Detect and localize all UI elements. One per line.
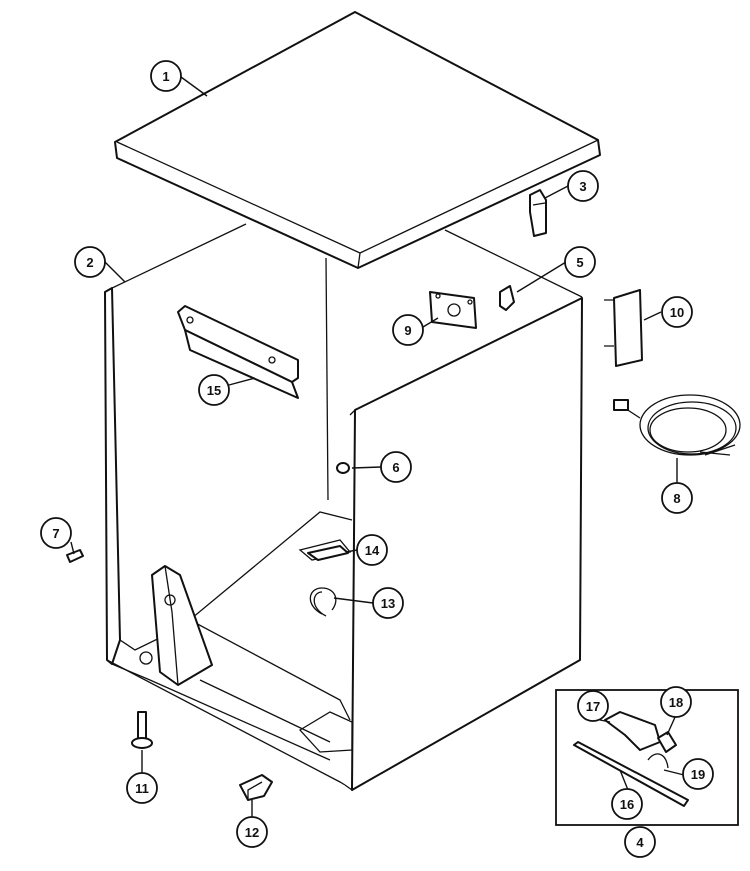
clip-18 [657,731,677,753]
callout-11: 11 [126,772,158,804]
callout-label: 17 [586,699,600,714]
callout-2: 2 [74,246,106,278]
leveling-leg [131,711,153,749]
callout-18: 18 [660,686,692,718]
bracket-5 [499,285,515,311]
callout-label: 18 [669,695,683,710]
screw-7 [66,549,84,563]
callout-12: 12 [236,816,268,848]
callout-label: 3 [579,179,586,194]
callout-16: 16 [611,788,643,820]
callout-14: 14 [356,534,388,566]
plug-button [336,462,350,474]
callout-7: 7 [40,517,72,549]
mounting-plate [429,291,477,329]
callout-13: 13 [372,587,404,619]
callout-8: 8 [661,482,693,514]
callout-label: 14 [365,543,380,558]
callout-label: 9 [404,323,411,338]
leg-bracket [239,774,273,801]
rail-16 [573,741,689,807]
kit-box [555,689,739,826]
brace-bracket [177,305,299,399]
callout-label: 2 [86,255,93,270]
callout-label: 6 [392,460,399,475]
cover-panel [604,289,643,367]
bracket-17 [604,711,661,751]
spring-clip-19 [647,753,669,769]
callout-6: 6 [380,451,412,483]
callout-label: 16 [620,797,634,812]
callout-label: 7 [52,526,59,541]
callout-19: 19 [682,758,714,790]
callout-15: 15 [198,374,230,406]
callout-label: 19 [691,767,705,782]
clip-3 [529,189,547,237]
callout-label: 15 [207,383,221,398]
callout-9: 9 [392,314,424,346]
callout-label: 12 [245,825,259,840]
callout-label: 11 [135,781,149,796]
retaining-ring [309,587,337,617]
callout-label: 5 [576,255,583,270]
callout-label: 1 [162,69,169,84]
top-panel [114,11,601,269]
cover-plate-14 [307,545,349,561]
power-cord [613,394,741,456]
callout-label: 13 [381,596,395,611]
callout-label: 4 [636,835,644,850]
cabinet [104,223,583,792]
leader-lines [70,76,685,817]
callout-1: 1 [150,60,182,92]
callouts: 1 2 3 4 5 6 7 8 [40,60,714,858]
callout-label: 8 [673,491,680,506]
callout-4: 4 [624,826,656,858]
callout-10: 10 [661,296,693,328]
callout-5: 5 [564,246,596,278]
callout-17: 17 [577,690,609,722]
callout-3: 3 [567,170,599,202]
callout-label: 10 [670,305,684,320]
